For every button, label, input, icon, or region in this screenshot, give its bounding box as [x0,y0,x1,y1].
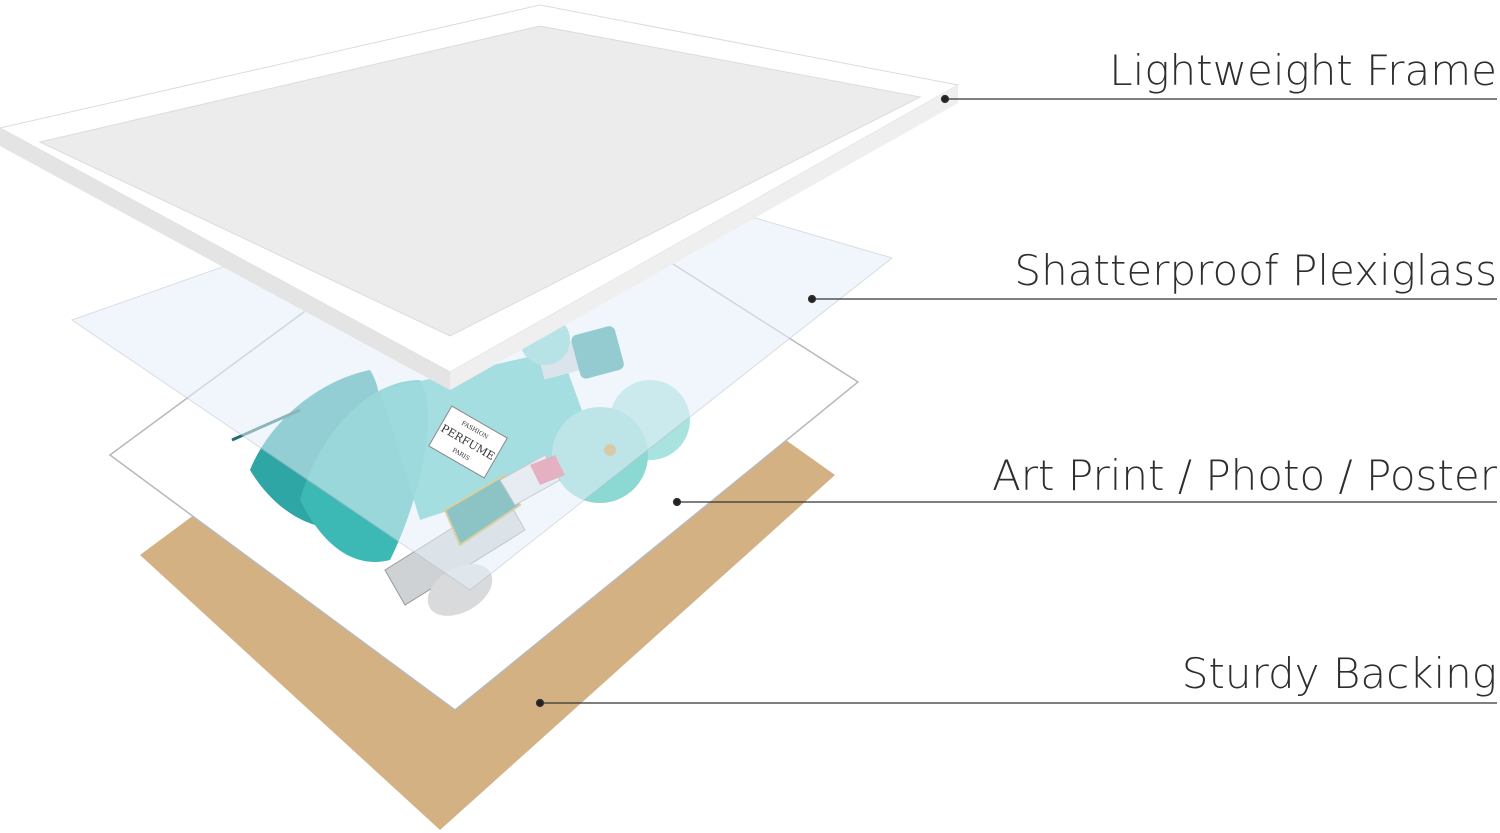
lightweight-frame-layer [0,4,960,390]
label-art-print: Art Print / Photo / Poster [992,451,1498,500]
label-shatterproof-plexiglass: Shatterproof Plexiglass [1014,246,1497,295]
label-sturdy-backing: Sturdy Backing [1182,649,1497,698]
label-lightweight-frame: Lightweight Frame [1109,46,1497,95]
perfume-label: FASHION PERFUME PARIS [428,405,508,479]
leader-lines [535,94,1497,708]
